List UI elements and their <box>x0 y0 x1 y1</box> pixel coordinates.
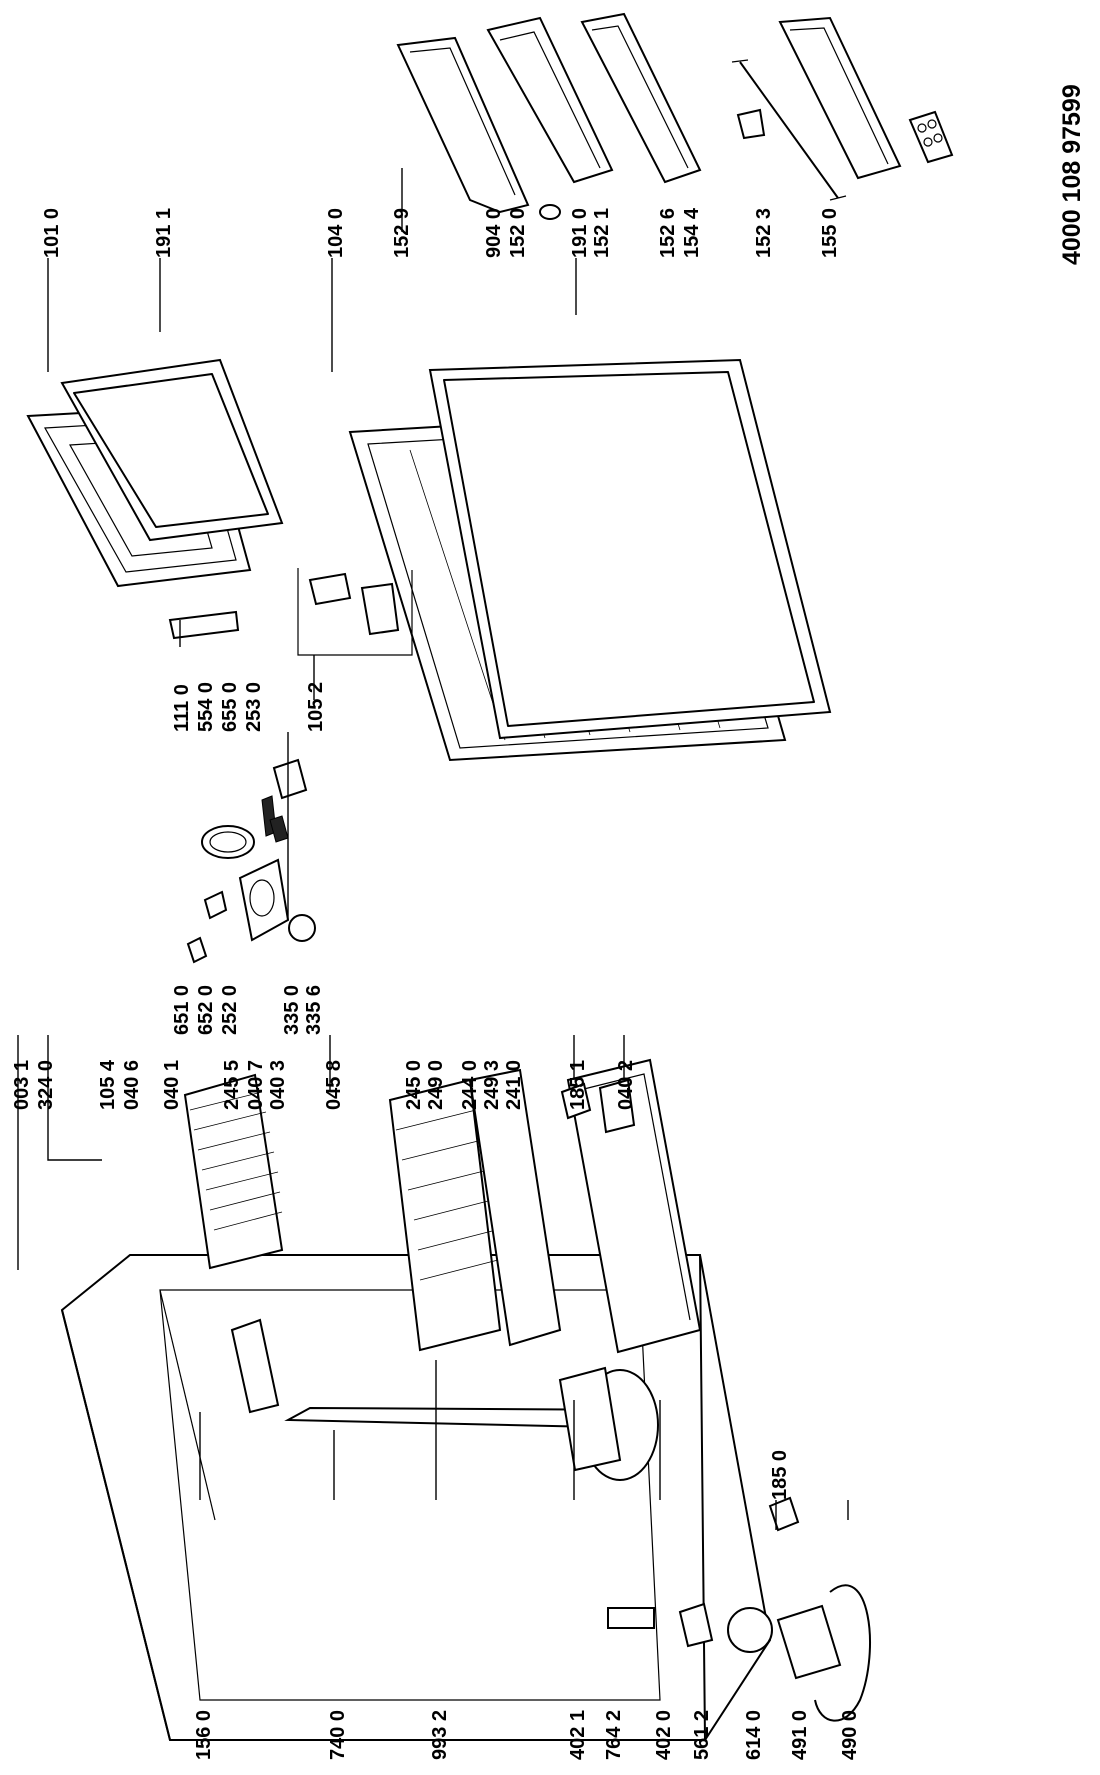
label-554-0: 554 0 <box>195 682 217 732</box>
label-241-0: 241 0 <box>503 1060 525 1110</box>
label-245-5: 245 5 <box>221 1060 243 1110</box>
label-252-0: 252 0 <box>219 985 241 1035</box>
label-491-0: 491 0 <box>789 1710 811 1760</box>
egg-tray-155 <box>908 110 954 164</box>
label-253-0: 253 0 <box>243 682 265 732</box>
hinge-040-2 <box>598 1078 636 1134</box>
door-shelf-152-0 <box>486 16 614 184</box>
label-185-0: 185 0 <box>769 1450 791 1500</box>
label-152-3: 152 3 <box>753 208 775 258</box>
label-614-0: 614 0 <box>743 1710 765 1760</box>
leader-lines <box>17 168 849 1530</box>
clip-185-0 <box>768 1496 800 1532</box>
label-154-4: 154 4 <box>681 207 703 258</box>
label-490-0: 490 0 <box>839 1710 861 1760</box>
glass-shelf-249 <box>468 1068 562 1347</box>
label-244-0: 244 0 <box>459 1060 481 1110</box>
spring-335-6 <box>269 815 289 843</box>
label-156-0: 156 0 <box>193 1710 215 1760</box>
label-402-1: 402 1 <box>567 1710 589 1760</box>
light-housing-252 <box>238 858 290 942</box>
relay-561 <box>678 1602 714 1648</box>
label-249-0: 249 0 <box>425 1060 447 1110</box>
freezer-door-gasket <box>60 358 284 542</box>
fridge-door-gasket <box>428 358 832 740</box>
label-111-0: 111 0 <box>171 684 193 732</box>
bracket-185-1 <box>560 1082 592 1120</box>
door-shelf-152-1 <box>580 12 702 184</box>
label-191-1: 191 1 <box>153 208 175 258</box>
label-152-1: 152 1 <box>591 208 613 258</box>
shelf-clip <box>736 108 766 140</box>
label-152-9: 152 9 <box>391 208 413 258</box>
cover-491 <box>776 1604 842 1680</box>
label-335-6: 335 6 <box>303 985 325 1035</box>
label-249-3: 249 3 <box>481 1060 503 1110</box>
washer-904 <box>539 204 561 220</box>
label-904-0: 904 0 <box>483 208 505 258</box>
label-764-2: 764 2 <box>603 1710 625 1760</box>
label-152-0: 152 0 <box>507 208 529 258</box>
label-045-8: 045 8 <box>323 1060 345 1110</box>
door-shelf-152-3 <box>778 16 902 180</box>
label-185-1: 185 1 <box>567 1060 589 1110</box>
label-335-0: 335 0 <box>281 985 303 1035</box>
thermostat-knob-554 <box>201 825 255 859</box>
label-402-0: 402 0 <box>653 1710 675 1760</box>
label-191-0: 191 0 <box>569 208 591 258</box>
switch-651 <box>186 936 208 964</box>
bottle-retainer-bar <box>731 59 847 201</box>
wire-shelf-245-5 <box>183 1073 284 1270</box>
compressor-402 <box>558 1366 659 1481</box>
label-561-2: 561 2 <box>691 1710 713 1760</box>
label-655-0: 655 0 <box>219 682 241 732</box>
hinge-111 <box>168 610 240 640</box>
label-245-0: 245 0 <box>403 1060 425 1110</box>
hinge-set-105-2 <box>297 568 413 656</box>
cover-253 <box>272 758 308 800</box>
ice-tray-156 <box>230 1318 280 1414</box>
label-040-2: 040 2 <box>615 1060 637 1110</box>
label-105-2: 105 2 <box>305 682 327 732</box>
door-shelf-152-9 <box>396 36 530 214</box>
power-cord-490 <box>814 1584 871 1722</box>
part-labels: 101 0 191 1 104 0 152 9 904 0 152 0 191 … <box>11 207 861 1760</box>
label-040-6: 040 6 <box>121 1060 143 1110</box>
label-155-0: 155 0 <box>819 208 841 258</box>
label-040-3: 040 3 <box>267 1060 289 1110</box>
label-040-1: 040 1 <box>161 1060 183 1110</box>
label-105-4: 105 4 <box>97 1059 119 1110</box>
knob-335 <box>288 914 316 942</box>
wire-shelf-245-0 <box>388 1078 502 1352</box>
label-652-0: 652 0 <box>195 985 217 1035</box>
document-number: 4000 108 97599 <box>1058 84 1086 265</box>
label-040-7: 040 7 <box>245 1060 267 1110</box>
label-651-0: 651 0 <box>171 985 193 1035</box>
svg-text:4000 108 97599: 4000 108 97599 <box>1058 84 1086 265</box>
label-101-0: 101 0 <box>41 208 63 258</box>
label-104-0: 104 0 <box>325 208 347 258</box>
label-993-2: 993 2 <box>429 1710 451 1760</box>
bracket-652 <box>203 890 228 920</box>
label-152-6: 152 6 <box>657 208 679 258</box>
overload-614 <box>727 1607 773 1653</box>
capillary-764 <box>607 1607 655 1629</box>
label-740-0: 740 0 <box>327 1710 349 1760</box>
crisper-241 <box>566 1058 702 1354</box>
label-003-1: 003 1 <box>11 1060 33 1110</box>
label-324-0: 324 0 <box>35 1060 57 1110</box>
